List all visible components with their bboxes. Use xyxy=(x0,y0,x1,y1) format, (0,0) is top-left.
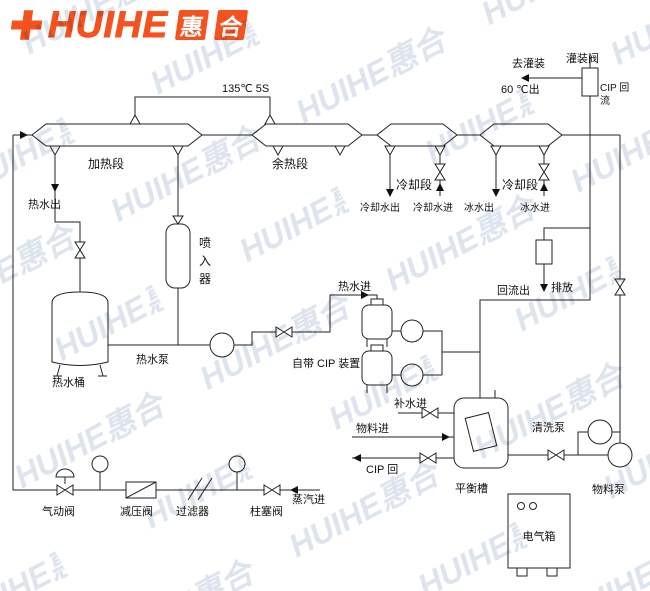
hot-water-tank-vessel xyxy=(51,291,109,366)
label-cip-return-bottom: CIP 回 xyxy=(366,463,398,476)
label-filter: 过滤器 xyxy=(176,505,209,518)
label-cooling-water-out: 冷却水出 xyxy=(360,201,400,214)
cip-tank-2-cap xyxy=(370,344,384,352)
label-to-filling: 去灌装 xyxy=(512,57,545,70)
electric-box-lamp-1 xyxy=(517,502,525,510)
electric-box-lamp-2 xyxy=(529,502,537,510)
label-plunger-valve: 柱塞阀 xyxy=(250,504,283,518)
hot-water-pump-symbol xyxy=(209,332,235,358)
label-hot-water-in: 热水进 xyxy=(338,280,371,293)
label-cleaning-pump: 清洗泵 xyxy=(532,421,565,434)
filter-symbol xyxy=(187,477,213,501)
logo-cn-char-1: 惠 xyxy=(175,10,210,40)
pipe-network xyxy=(12,54,621,491)
pressure-gauge-1 xyxy=(91,455,109,473)
label-pneumatic-valve: 气动阀 xyxy=(42,504,75,518)
cooling-section-a-exchanger xyxy=(376,123,458,147)
label-injector-3: 器 xyxy=(199,272,211,286)
electric-box-leg-2 xyxy=(546,567,558,577)
cip-pump-1-symbol xyxy=(400,319,424,343)
cip-tank-2 xyxy=(361,350,393,386)
drain-pot-symbol xyxy=(535,239,553,265)
filling-valve-symbol xyxy=(581,67,599,97)
label-reflux-out: 回流出 xyxy=(497,283,530,297)
cooling-section-b-exchanger xyxy=(479,123,563,147)
label-electric-box: 电气箱 xyxy=(523,529,556,543)
balance-tank-vessel xyxy=(453,397,509,469)
label-cip-return-a: CIP 回 xyxy=(600,82,629,94)
label-heating-section: 加热段 xyxy=(88,156,124,171)
label-regen-section: 余热段 xyxy=(272,156,308,171)
label-material-pump: 物料泵 xyxy=(592,482,625,496)
label-injector-2: 入 xyxy=(199,254,211,268)
label-makeup-water-in: 补水进 xyxy=(394,397,427,410)
label-pressure-reducing-valve: 减压阀 xyxy=(120,504,153,518)
injector-vessel xyxy=(165,223,191,289)
regen-section-exchanger xyxy=(251,123,363,147)
label-cooling-section-a: 冷却段 xyxy=(396,177,432,192)
label-ice-water-out: 冰水出 xyxy=(464,201,494,214)
label-material-in: 物料进 xyxy=(356,421,389,435)
label-balance-tank: 平衡槽 xyxy=(455,482,488,495)
heating-section-exchanger xyxy=(31,123,203,147)
pneumatic-actuator-dome xyxy=(55,468,75,478)
cip-tank-1-cap xyxy=(370,298,384,306)
label-hot-water-pump: 热水泵 xyxy=(136,353,169,366)
electric-box-leg-1 xyxy=(516,567,528,577)
label-injector-1: 喷 xyxy=(199,236,211,250)
label-hot-water-out: 热水出 xyxy=(28,197,61,211)
material-pump-symbol xyxy=(607,442,633,468)
label-out-60c: 60 ℃出 xyxy=(501,82,540,96)
label-drain: 排放 xyxy=(551,280,573,294)
logo-cn-char-2: 合 xyxy=(214,10,249,40)
label-hot-water-tank: 热水桶 xyxy=(52,375,85,389)
cip-tank-1 xyxy=(361,304,393,340)
huihe-logo: HUIHE 惠 合 xyxy=(8,4,249,45)
label-steam-in: 蒸汽进 xyxy=(292,492,325,506)
logo-brand-text: HUIHE xyxy=(47,4,169,45)
label-holding-note: 135℃ 5S xyxy=(222,83,269,95)
cip-pump-2-symbol xyxy=(400,363,424,387)
pressure-gauge-2 xyxy=(228,455,246,473)
label-ice-water-in: 冰水进 xyxy=(520,201,550,214)
label-filling-valve: 灌装阀 xyxy=(566,51,599,65)
label-cooling-section-b: 冷却段 xyxy=(502,177,538,192)
label-cip-unit: 自带 CIP 装置 xyxy=(292,357,360,370)
cleaning-pump-symbol xyxy=(587,419,613,445)
plus-icon xyxy=(10,10,43,40)
hot-water-tank-legs xyxy=(53,364,107,377)
label-cooling-water-in: 冷却水进 xyxy=(413,201,453,214)
label-cip-return-b: 流 xyxy=(600,94,610,107)
